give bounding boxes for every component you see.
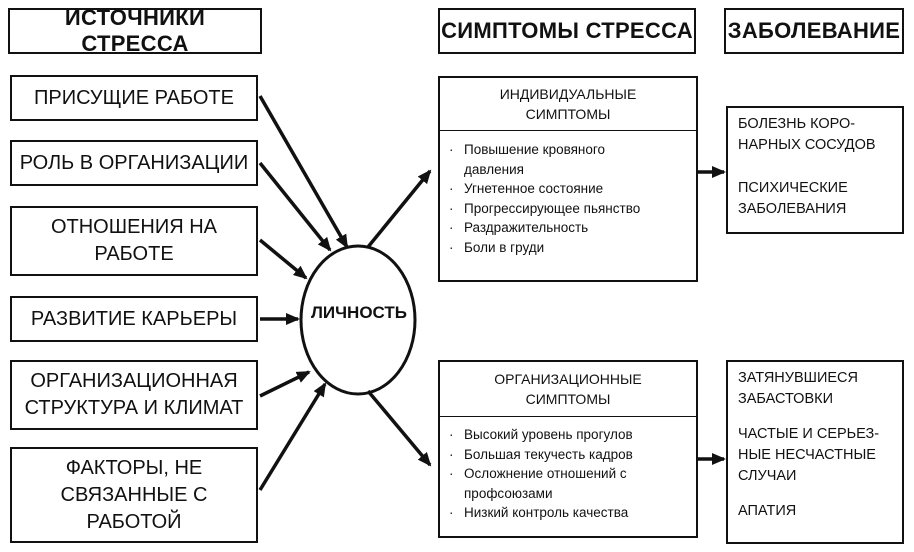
source-box-organization-role: РОЛЬ В ОРГАНИЗАЦИИ [10,140,258,186]
list-item: ·Большая текучесть кадров [449,446,633,462]
organizational-symptoms-list: ·Высокий уровень прогулов ·Большая текуч… [440,425,696,523]
arrow-structure-to-personality [259,370,311,398]
personality-label: ЛИЧНОСТЬ [310,303,408,322]
arrow-personality-to-organizational [366,389,432,467]
list-item: ·Прогрессирующее пьянство [449,200,641,216]
disease-header: ЗАБОЛЕВАНИЕ [724,8,904,54]
arrow-nonwork-to-personality [258,382,327,491]
disease-item: БОЛЕЗНЬ КОРО-НАРНЫХ СОСУДОВ [738,116,876,153]
personality-ellipse [299,244,417,396]
source-label: ПРИСУЩИЕ РАБОТЕ [34,86,234,109]
source-label: РАЗВИТИЕ КАРЬЕРЫ [30,307,238,330]
list-item: ·Боли в груди [449,239,545,255]
disease-item: АПАТИЯ [738,503,797,519]
list-item: ·Высокий уровень прогулов [449,427,633,442]
arrow-relations-to-personality [258,238,308,280]
source-label: РОЛЬ В ОРГАНИЗАЦИИ [19,151,249,174]
list-item: ·Низкий контроль качества [449,505,629,520]
sources-header: ИСТОЧНИКИ СТРЕССА [8,5,262,56]
list-item: ·Раздражительность [449,220,589,235]
source-box-inherent-to-work: ПРИСУЩИЕ РАБОТЕ [10,75,258,121]
list-item: ·Угнетенное состояние [449,181,604,196]
arrow-personality-to-individual [366,169,432,249]
arrow-role-to-personality [258,161,332,252]
source-box-career-development: РАЗВИТИЕ КАРЬЕРЫ [10,296,258,342]
arrow-inherent-to-personality [258,95,349,249]
symptoms-header: СИМПТОМЫ СТРЕССА [438,8,696,54]
